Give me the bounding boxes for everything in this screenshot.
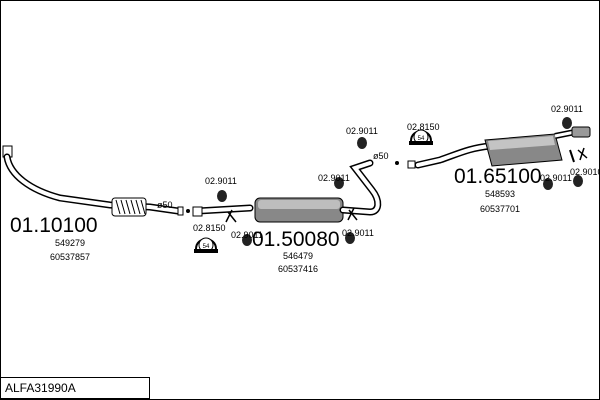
front-pipe-drawing[interactable] [2,145,184,217]
front-pipe-code: 01.10100 [10,214,98,237]
rear-silencer-drawing[interactable] [407,126,591,169]
clamp-label: 02.9011 [342,228,374,238]
diagram-code: ALFA31990A [5,381,76,395]
diameter-label: ø50 [157,200,173,210]
hanger-icon [194,237,218,253]
center-silencer-drawing[interactable] [192,159,382,223]
front-pipe-ref2: 60537857 [50,252,90,262]
hanger-badge: 54 [203,244,210,250]
hanger-label: 02.8150 [193,223,226,233]
end-clamp-label: 02.9010 [570,167,600,177]
clamp-symbols [186,117,588,246]
clamp-label: 02.9011 [205,176,237,186]
center-silencer-ref1: 546479 [283,251,313,261]
clamp-label: 02.9011 [540,173,572,183]
diameter-label: ø50 [373,151,389,161]
clamp-label: 02.9011 [318,173,350,183]
center-silencer-ref2: 60537416 [278,264,318,274]
clamp-label: 02.9011 [551,104,583,114]
diagram-code-box: ALFA31990A [0,377,150,399]
rear-silencer-ref2: 60537701 [480,204,520,214]
hanger-badge: 54 [418,136,425,142]
front-pipe-ref1: 549279 [55,238,85,248]
clamp-label: 02.9011 [231,230,263,240]
hanger-icon [409,129,433,145]
center-silencer-code: 01.50080 [252,228,340,251]
hanger-label: 02.8150 [407,122,440,132]
rear-silencer-ref1: 548593 [485,189,515,199]
clamp-label: 02.9011 [346,126,378,136]
rear-silencer-code: 01.65100 [454,165,542,188]
